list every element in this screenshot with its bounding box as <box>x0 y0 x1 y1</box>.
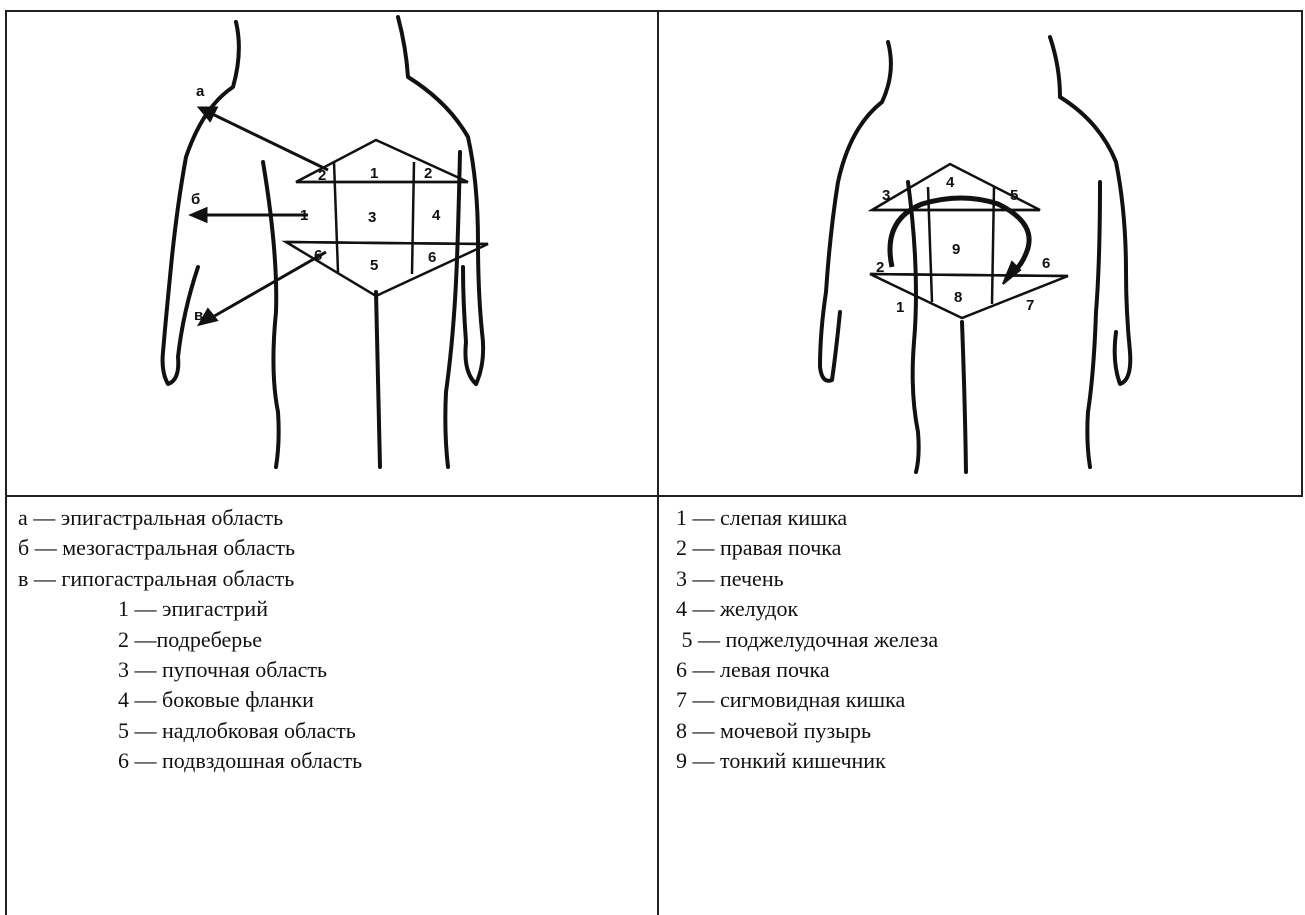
region-3: 3 <box>368 209 376 226</box>
table-row-divider <box>5 495 1303 497</box>
legend-item-1: 1 — эпигастрий <box>18 594 362 624</box>
left-legend: а — эпигастральная область б — мезогастр… <box>18 503 362 777</box>
organ-6: 6 <box>1042 255 1050 272</box>
region-6-left: 6 <box>314 247 322 264</box>
torso-outline-right <box>820 42 891 381</box>
table-left-border <box>5 10 7 915</box>
organ-5: 5 <box>1010 187 1018 204</box>
region-5: 5 <box>370 257 378 274</box>
legend-item-v: в — гипогастральная область <box>18 564 362 594</box>
table-middle-divider <box>657 10 659 915</box>
legend-item-6: 6 — подвздошная область <box>18 746 362 776</box>
legend-item-organ-7: 7 — сигмовидная кишка <box>676 685 938 715</box>
legend-item-organ-4: 4 — желудок <box>676 594 938 624</box>
organ-8: 8 <box>954 289 962 306</box>
torso-outline <box>163 22 239 384</box>
region-2: 2 <box>424 165 432 182</box>
legend-item-organ-1: 1 — слепая кишка <box>676 503 938 533</box>
legend-item-4: 4 — боковые фланки <box>18 685 362 715</box>
legend-item-b: б — мезогастральная область <box>18 533 362 563</box>
label-a: а <box>196 83 205 100</box>
right-body-diagram: 3 4 5 9 6 2 1 8 7 <box>660 12 1300 494</box>
region-4-left: 1 <box>300 207 308 224</box>
organ-3: 3 <box>882 187 890 204</box>
region-1: 1 <box>370 165 378 182</box>
legend-item-organ-8: 8 — мочевой пузырь <box>676 716 938 746</box>
legend-item-organ-5: 5 — поджелудочная железа <box>676 625 938 655</box>
legend-item-2: 2 —подреберье <box>18 625 362 655</box>
legend-item-organ-3: 3 — печень <box>676 564 938 594</box>
label-v: в <box>194 307 203 324</box>
table-right-border <box>1301 10 1303 497</box>
organ-2: 2 <box>876 259 884 276</box>
arrow-v <box>204 252 326 322</box>
region-4: 4 <box>432 207 441 224</box>
label-b: б <box>191 191 200 208</box>
legend-item-3: 3 — пупочная область <box>18 655 362 685</box>
left-body-diagram: а б в 1 2 2 1 3 4 5 6 6 <box>8 12 656 494</box>
region-6-right: 6 <box>428 249 436 266</box>
legend-item-organ-2: 2 — правая почка <box>676 533 938 563</box>
organ-7: 7 <box>1026 297 1034 314</box>
legend-item-organ-9: 9 — тонкий кишечник <box>676 746 938 776</box>
legend-item-a: а — эпигастральная область <box>18 503 362 533</box>
right-legend: 1 — слепая кишка 2 — правая почка 3 — пе… <box>676 503 938 777</box>
organ-4: 4 <box>946 174 955 191</box>
region-2-right: 2 <box>318 167 326 184</box>
organ-9: 9 <box>952 241 960 258</box>
organ-1: 1 <box>896 299 904 316</box>
arrow-a <box>204 110 328 170</box>
legend-item-organ-6: 6 — левая почка <box>676 655 938 685</box>
legend-item-5: 5 — надлобковая область <box>18 716 362 746</box>
